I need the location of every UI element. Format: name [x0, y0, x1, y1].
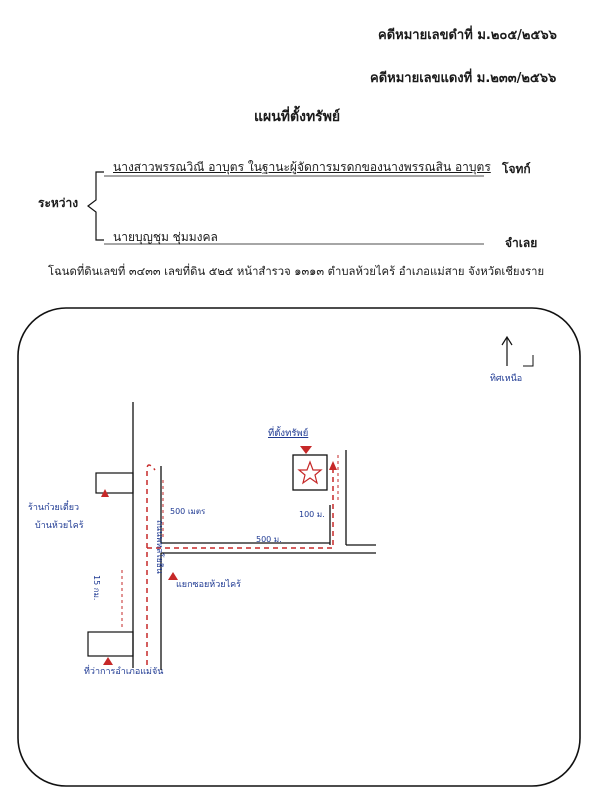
- district-office-box: [87, 631, 134, 657]
- junction-marker-icon: [168, 572, 178, 580]
- district-office-marker-icon: [103, 657, 113, 665]
- defendant-name: นายบุญชุม ชุ่มมงคล: [113, 230, 218, 244]
- landmark-district-office: ที่ว่าการอำเภอแม่จัน: [84, 667, 164, 677]
- route-arrow-icon: [329, 461, 337, 470]
- distance-100: 100 ม.: [299, 510, 325, 519]
- north-label: ทิศเหนือ: [490, 374, 523, 384]
- noodle-shop-marker-icon: [101, 489, 109, 497]
- road-name: ถนนพหลโยธิน: [154, 520, 165, 574]
- landmark-junction: แยกซอยห้วยไคร้: [176, 580, 241, 590]
- property-marker-icon: [300, 446, 312, 454]
- defendant-role: จำเลย: [505, 236, 538, 250]
- between-label: ระหว่าง: [38, 196, 79, 210]
- plaintiff-role: โจทก์: [502, 162, 531, 176]
- distance-15km: 15 กม.: [92, 575, 101, 601]
- plaintiff-name: นางสาวพรรณวิณี อาบุตร ในฐานะผู้จัดการมรด…: [113, 160, 491, 174]
- property-star-icon: [297, 460, 323, 485]
- distance-500-vertical: 500 เมตร: [170, 507, 206, 516]
- red-case-number: คดีหมายเลขแดงที่ ม.๒๓๓/๒๕๖๖: [370, 71, 557, 86]
- landmark-noodle-shop-1: ร้านก๋วยเตี๋ยว: [28, 503, 80, 513]
- landmark-noodle-shop-2: บ้านห้วยไคร้: [35, 521, 84, 531]
- map-frame: [17, 307, 581, 787]
- north-arrow-icon: [501, 335, 513, 346]
- deed-info: โฉนดที่ดินเลขที่ ๓๔๓๓ เลขที่ดิน ๕๒๕ หน้า…: [48, 265, 545, 278]
- parties-bracket: [87, 171, 104, 241]
- route-line: [146, 464, 334, 665]
- noodle-shop-box: [95, 472, 134, 494]
- north-arrow-corner: [523, 355, 534, 367]
- page-title: แผนที่ตั้งทรัพย์: [254, 109, 341, 125]
- distance-500-horizontal: 500 ม.: [256, 535, 282, 544]
- property-label: ที่ตั้งทรัพย์: [268, 428, 309, 439]
- black-case-number: คดีหมายเลขดำที่ ม.๒๐๕/๒๕๖๖: [378, 28, 557, 43]
- property-box: [292, 454, 328, 491]
